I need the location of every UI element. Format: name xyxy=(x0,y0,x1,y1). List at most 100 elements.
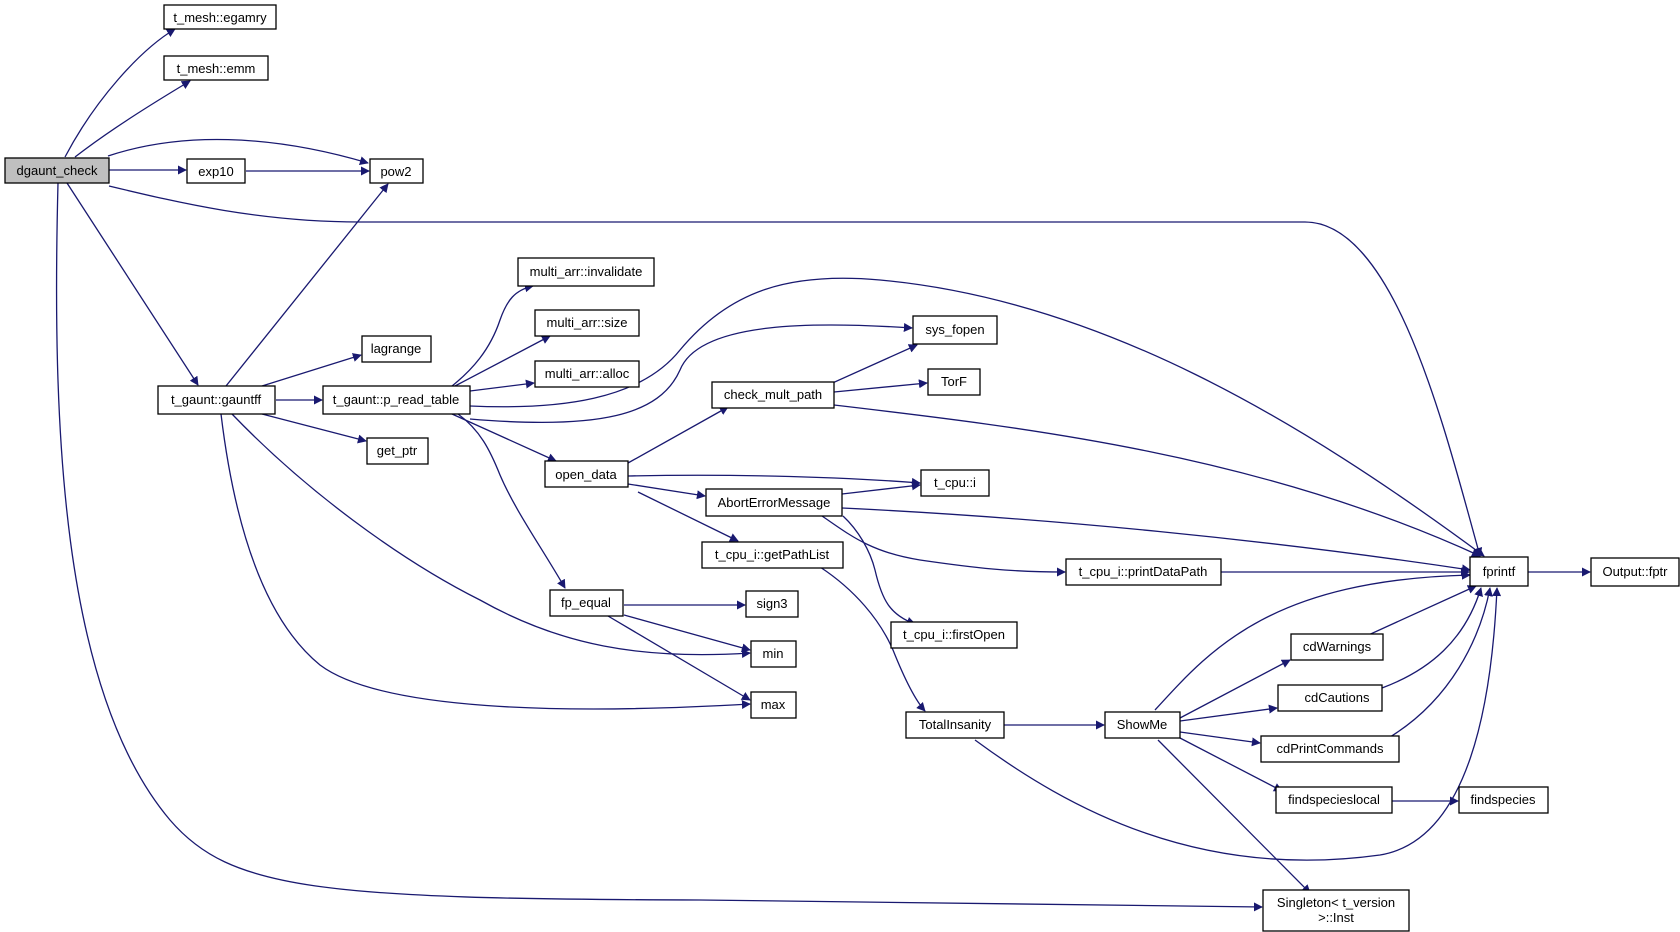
edge-p-read-table-to-fp-equal xyxy=(457,413,566,589)
node-min[interactable]: min xyxy=(750,640,797,668)
edge-fp-equal-to-min xyxy=(623,614,751,653)
node-egamry[interactable]: t_mesh::egamry xyxy=(163,4,277,30)
edge-gauntff-to-pow2 xyxy=(225,183,389,387)
edge-gauntff-to-get-ptr xyxy=(261,413,367,444)
node-label-invalidate: multi_arr::invalidate xyxy=(530,264,643,279)
node-open-data[interactable]: open_data xyxy=(544,460,629,488)
node-label-min: min xyxy=(763,646,784,661)
node-label-sys-fopen: sys_fopen xyxy=(925,322,984,337)
node-get-ptr[interactable]: get_ptr xyxy=(366,437,429,465)
node-label-cdprintcommands: cdPrintCommands xyxy=(1277,741,1384,756)
node-label-lagrange: lagrange xyxy=(371,341,422,356)
edge-gauntff-to-lagrange xyxy=(261,353,362,387)
edge-cdwarnings-to-fprintf xyxy=(1363,585,1477,638)
node-label-get-ptr: get_ptr xyxy=(377,443,418,458)
edge-p-read-table-to-invalidate xyxy=(451,283,534,387)
edge-showme-to-cdprintcommands xyxy=(1179,731,1261,747)
edge-showme-to-singleton xyxy=(1157,739,1311,894)
node-dgaunt-check[interactable]: dgaunt_check xyxy=(4,157,110,184)
edge-check-mult-path-to-sys-fopen xyxy=(827,344,918,386)
edge-totalinsanity-to-fprintf xyxy=(974,587,1502,861)
edge-fp-equal-to-max xyxy=(607,615,751,701)
node-label-size: multi_arr::size xyxy=(547,315,628,330)
edge-check-mult-path-to-fprintf xyxy=(833,404,1481,557)
nodes: dgaunt_check t_mesh::egamry t_mesh::emm … xyxy=(4,4,1680,932)
edge-gauntff-to-min xyxy=(231,413,751,659)
edge-abort-to-t-cpu-i xyxy=(841,481,921,495)
node-label-firstopen: t_cpu_i::firstOpen xyxy=(903,627,1005,642)
node-output-fptr[interactable]: Output::fptr xyxy=(1590,557,1680,587)
node-max[interactable]: max xyxy=(750,691,797,719)
node-label-findspecieslocal: findspecieslocal xyxy=(1288,792,1380,807)
node-label-dgaunt-check: dgaunt_check xyxy=(17,163,98,178)
edge-showme-to-cdcautions xyxy=(1179,704,1278,722)
node-sys-fopen[interactable]: sys_fopen xyxy=(912,315,998,345)
edge-dgaunt-check-to-fprintf xyxy=(108,185,1483,557)
edge-dgaunt-check-to-gauntff xyxy=(66,182,199,386)
node-label-abort-error-message: AbortErrorMessage xyxy=(718,495,831,510)
node-label-max: max xyxy=(761,697,786,712)
node-cdprintcommands[interactable]: cdPrintCommands xyxy=(1260,735,1400,763)
node-printdatapath[interactable]: t_cpu_i::printDataPath xyxy=(1065,558,1222,586)
node-label-singleton-line1: Singleton< t_version xyxy=(1277,895,1395,910)
node-exp10[interactable]: exp10 xyxy=(186,158,246,184)
node-size[interactable]: multi_arr::size xyxy=(534,309,640,337)
edge-dgaunt-check-to-egamry xyxy=(64,28,176,158)
node-p-read-table[interactable]: t_gaunt::p_read_table xyxy=(322,385,471,415)
edge-cdcautions-to-fprintf xyxy=(1381,587,1483,689)
edges xyxy=(55,28,1591,912)
node-invalidate[interactable]: multi_arr::invalidate xyxy=(517,257,655,287)
node-label-egamry: t_mesh::egamry xyxy=(173,10,267,25)
node-label-totalinsanity: TotalInsanity xyxy=(919,717,992,732)
node-label-output-fptr: Output::fptr xyxy=(1602,564,1668,579)
node-label-check-mult-path: check_mult_path xyxy=(724,387,822,402)
node-abort-error-message[interactable]: AbortErrorMessage xyxy=(705,488,843,517)
node-label-fp-equal: fp_equal xyxy=(561,595,611,610)
edge-open-data-to-getpathlist xyxy=(637,491,739,542)
node-fprintf[interactable]: fprintf xyxy=(1469,556,1529,587)
node-label-t-cpu-i: t_cpu::i xyxy=(934,475,976,490)
edge-dgaunt-check-to-singleton xyxy=(55,182,1263,912)
node-check-mult-path[interactable]: check_mult_path xyxy=(711,381,835,409)
node-label-singleton-line2: >::Inst xyxy=(1318,910,1354,925)
edge-open-data-to-check-mult-path xyxy=(627,406,729,464)
edge-dgaunt-check-to-emm xyxy=(74,80,191,158)
node-t-cpu-i[interactable]: t_cpu::i xyxy=(920,469,990,497)
node-sign3[interactable]: sign3 xyxy=(745,590,799,618)
node-getpathlist[interactable]: t_cpu_i::getPathList xyxy=(701,541,844,569)
node-showme[interactable]: ShowMe xyxy=(1104,711,1181,739)
node-label-exp10: exp10 xyxy=(198,164,233,179)
edge-open-data-to-t-cpu-i xyxy=(627,474,921,487)
node-label-open-data: open_data xyxy=(555,467,617,482)
node-label-showme: ShowMe xyxy=(1117,717,1168,732)
node-pow2[interactable]: pow2 xyxy=(369,158,424,184)
node-firstopen[interactable]: t_cpu_i::firstOpen xyxy=(890,621,1018,649)
node-emm[interactable]: t_mesh::emm xyxy=(163,55,269,81)
edge-showme-to-findspecieslocal xyxy=(1179,737,1283,792)
node-torf[interactable]: TorF xyxy=(927,368,981,396)
node-cdcautions[interactable]: cdCautions xyxy=(1277,684,1383,712)
node-label-fprintf: fprintf xyxy=(1483,564,1516,579)
node-label-gauntff: t_gaunt::gauntff xyxy=(171,392,262,407)
node-label-sign3: sign3 xyxy=(756,596,787,611)
edge-p-read-table-to-fprintf xyxy=(469,277,1485,557)
node-singleton-inst[interactable]: Singleton< t_version >::Inst xyxy=(1262,889,1410,932)
edge-abort-to-printdatapath xyxy=(821,515,1066,577)
edge-open-data-to-abort xyxy=(627,483,706,500)
node-fp-equal[interactable]: fp_equal xyxy=(549,589,624,617)
node-findspecies[interactable]: findspecies xyxy=(1458,786,1549,814)
node-label-cdcautions: cdCautions xyxy=(1304,690,1370,705)
node-findspecieslocal[interactable]: findspecieslocal xyxy=(1275,786,1393,814)
node-label-printdatapath: t_cpu_i::printDataPath xyxy=(1079,564,1208,579)
edge-abort-to-firstopen xyxy=(842,515,916,626)
edge-p-read-table-to-alloc xyxy=(469,379,535,392)
node-label-findspecies: findspecies xyxy=(1470,792,1536,807)
node-gauntff[interactable]: t_gaunt::gauntff xyxy=(157,385,276,415)
node-alloc[interactable]: multi_arr::alloc xyxy=(534,360,640,388)
node-cdwarnings[interactable]: cdWarnings xyxy=(1290,633,1384,661)
edge-cdprintcommands-to-fprintf xyxy=(1389,587,1493,738)
node-lagrange[interactable]: lagrange xyxy=(361,335,432,363)
node-totalinsanity[interactable]: TotalInsanity xyxy=(905,711,1005,739)
edge-showme-to-cdwarnings xyxy=(1179,659,1291,719)
edge-check-mult-path-to-torf xyxy=(833,379,928,393)
